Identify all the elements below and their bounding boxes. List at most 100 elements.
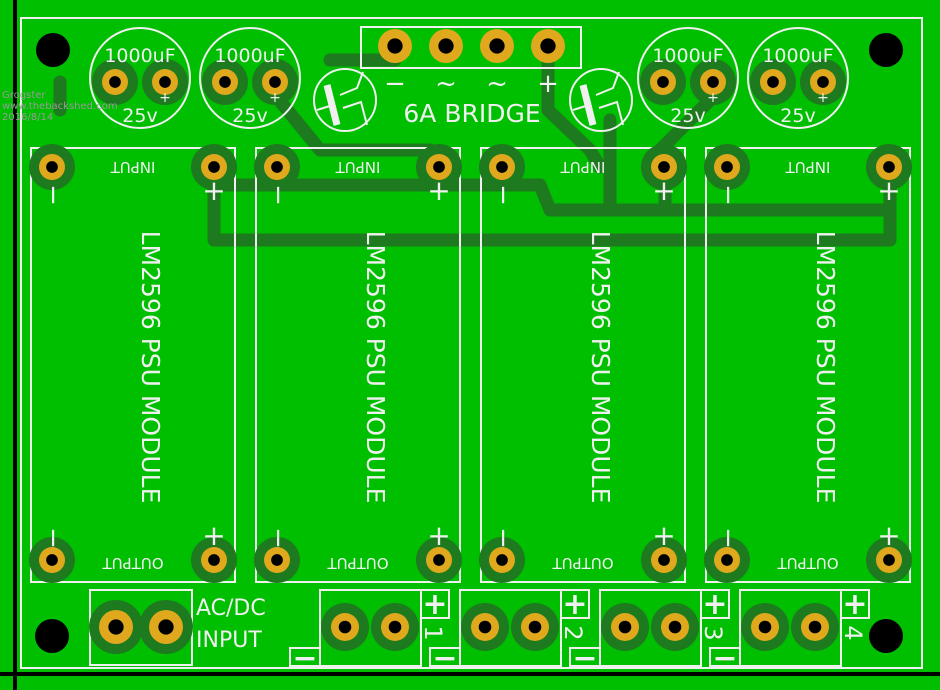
output-number: 4 (839, 625, 867, 640)
output-plus: + (842, 587, 867, 622)
minus-box (709, 647, 741, 667)
transistor-circle (313, 68, 377, 132)
pad-drill-hole (489, 38, 505, 54)
solder-pad (254, 537, 300, 583)
plus-box (420, 589, 450, 619)
output-number: 3 (699, 625, 727, 640)
plus-box (840, 589, 870, 619)
pad-drill-hole (817, 76, 829, 88)
solder-pad (321, 603, 369, 651)
module-output-plus: + (652, 519, 675, 552)
output-minus: − (292, 641, 317, 676)
pad-drill-hole (271, 161, 283, 173)
watermark-site: www.thebackshed.com (2, 101, 118, 112)
bridge-pin-label: + (537, 69, 559, 99)
transistor-leads (316, 71, 368, 126)
pad-drill-hole (387, 38, 403, 54)
pad-drill-hole (618, 620, 632, 634)
solder-pad (139, 600, 193, 654)
terminal-outline (599, 589, 702, 667)
bridge-label: 6A BRIDGE (403, 99, 540, 128)
module-input-minus: − (713, 184, 743, 206)
pad-drill-hole (433, 554, 445, 566)
output-terminal-4: + − 4 (709, 587, 870, 676)
module-title: LM2596 PSU MODULE (586, 231, 615, 504)
solder-pad (750, 59, 796, 105)
module-outline (480, 147, 686, 583)
solder-pad (640, 59, 686, 105)
pad-drill-hole (271, 554, 283, 566)
pad-drill-hole (159, 76, 171, 88)
capacitor-voltage: 25v (122, 105, 157, 127)
solder-pad (92, 59, 138, 105)
pad-drill-hole (433, 161, 445, 173)
capacitor-polarity: + (817, 90, 829, 106)
capacitor-voltage: 25v (670, 105, 705, 127)
pad-drill-hole (528, 620, 542, 634)
module-output-label: OUTPUT (102, 554, 164, 572)
capacitor-polarity: + (159, 90, 171, 106)
pad-drill-hole (658, 554, 670, 566)
output-terminal-3: +−3 (569, 587, 730, 676)
module-input-plus: + (652, 174, 675, 207)
module-output-minus: − (38, 527, 68, 549)
module-input-minus: − (263, 184, 293, 206)
solder-pad (791, 603, 839, 651)
module-input-minus: − (488, 184, 518, 206)
output-number: 2 (559, 625, 587, 640)
pad-drill-hole (758, 620, 772, 634)
capacitor-outline (637, 27, 739, 129)
solder-pad (254, 144, 300, 190)
pad-drill-hole (707, 76, 719, 88)
solder-pad (378, 29, 412, 63)
output-minus: − (712, 641, 737, 676)
output-number: 1 (419, 625, 447, 640)
output-minus: − (572, 641, 597, 676)
bridge-pin-label: ~ (486, 69, 508, 99)
terminal-outline (459, 589, 562, 667)
solder-pad (191, 144, 237, 190)
module-input-minus: − (38, 184, 68, 206)
solder-pad (142, 59, 188, 105)
module-output-plus: + (202, 519, 225, 552)
minus-box (429, 647, 461, 667)
solder-pad (479, 537, 525, 583)
solder-pad (461, 603, 509, 651)
board-outline (20, 17, 923, 669)
pad-drill-hole (208, 161, 220, 173)
capacitor-voltage: 25v (780, 105, 815, 127)
pad-drill-hole (269, 76, 281, 88)
module-outline (30, 147, 236, 583)
solder-pad (416, 537, 462, 583)
module-output-plus: + (427, 519, 450, 552)
mounting-holes (35, 33, 903, 653)
plus-box (700, 589, 730, 619)
pad-drill-hole (108, 619, 124, 635)
pad-drill-hole (657, 76, 669, 88)
solder-pad (416, 144, 462, 190)
solder-pad (29, 537, 75, 583)
solder-pad (690, 59, 736, 105)
pad-drill-hole (496, 161, 508, 173)
pad-drill-hole (109, 76, 121, 88)
ac-input-label: INPUT (196, 628, 262, 653)
solder-pad (89, 600, 143, 654)
module-output-label: OUTPUT (777, 554, 839, 572)
output-plus: + (562, 587, 587, 622)
module-input-plus: + (202, 174, 225, 207)
module-output-minus: − (713, 527, 743, 549)
solder-pad (191, 537, 237, 583)
module-input-label: INPUT (560, 158, 606, 176)
bridge-outline (360, 26, 582, 69)
pad-drill-hole (668, 620, 682, 634)
capacitor-value: 1000uF (652, 45, 723, 67)
output-terminal-2: +−2 (429, 587, 590, 676)
pad-drill-hole (46, 554, 58, 566)
solder-pad (641, 537, 687, 583)
module-outline (705, 147, 911, 583)
